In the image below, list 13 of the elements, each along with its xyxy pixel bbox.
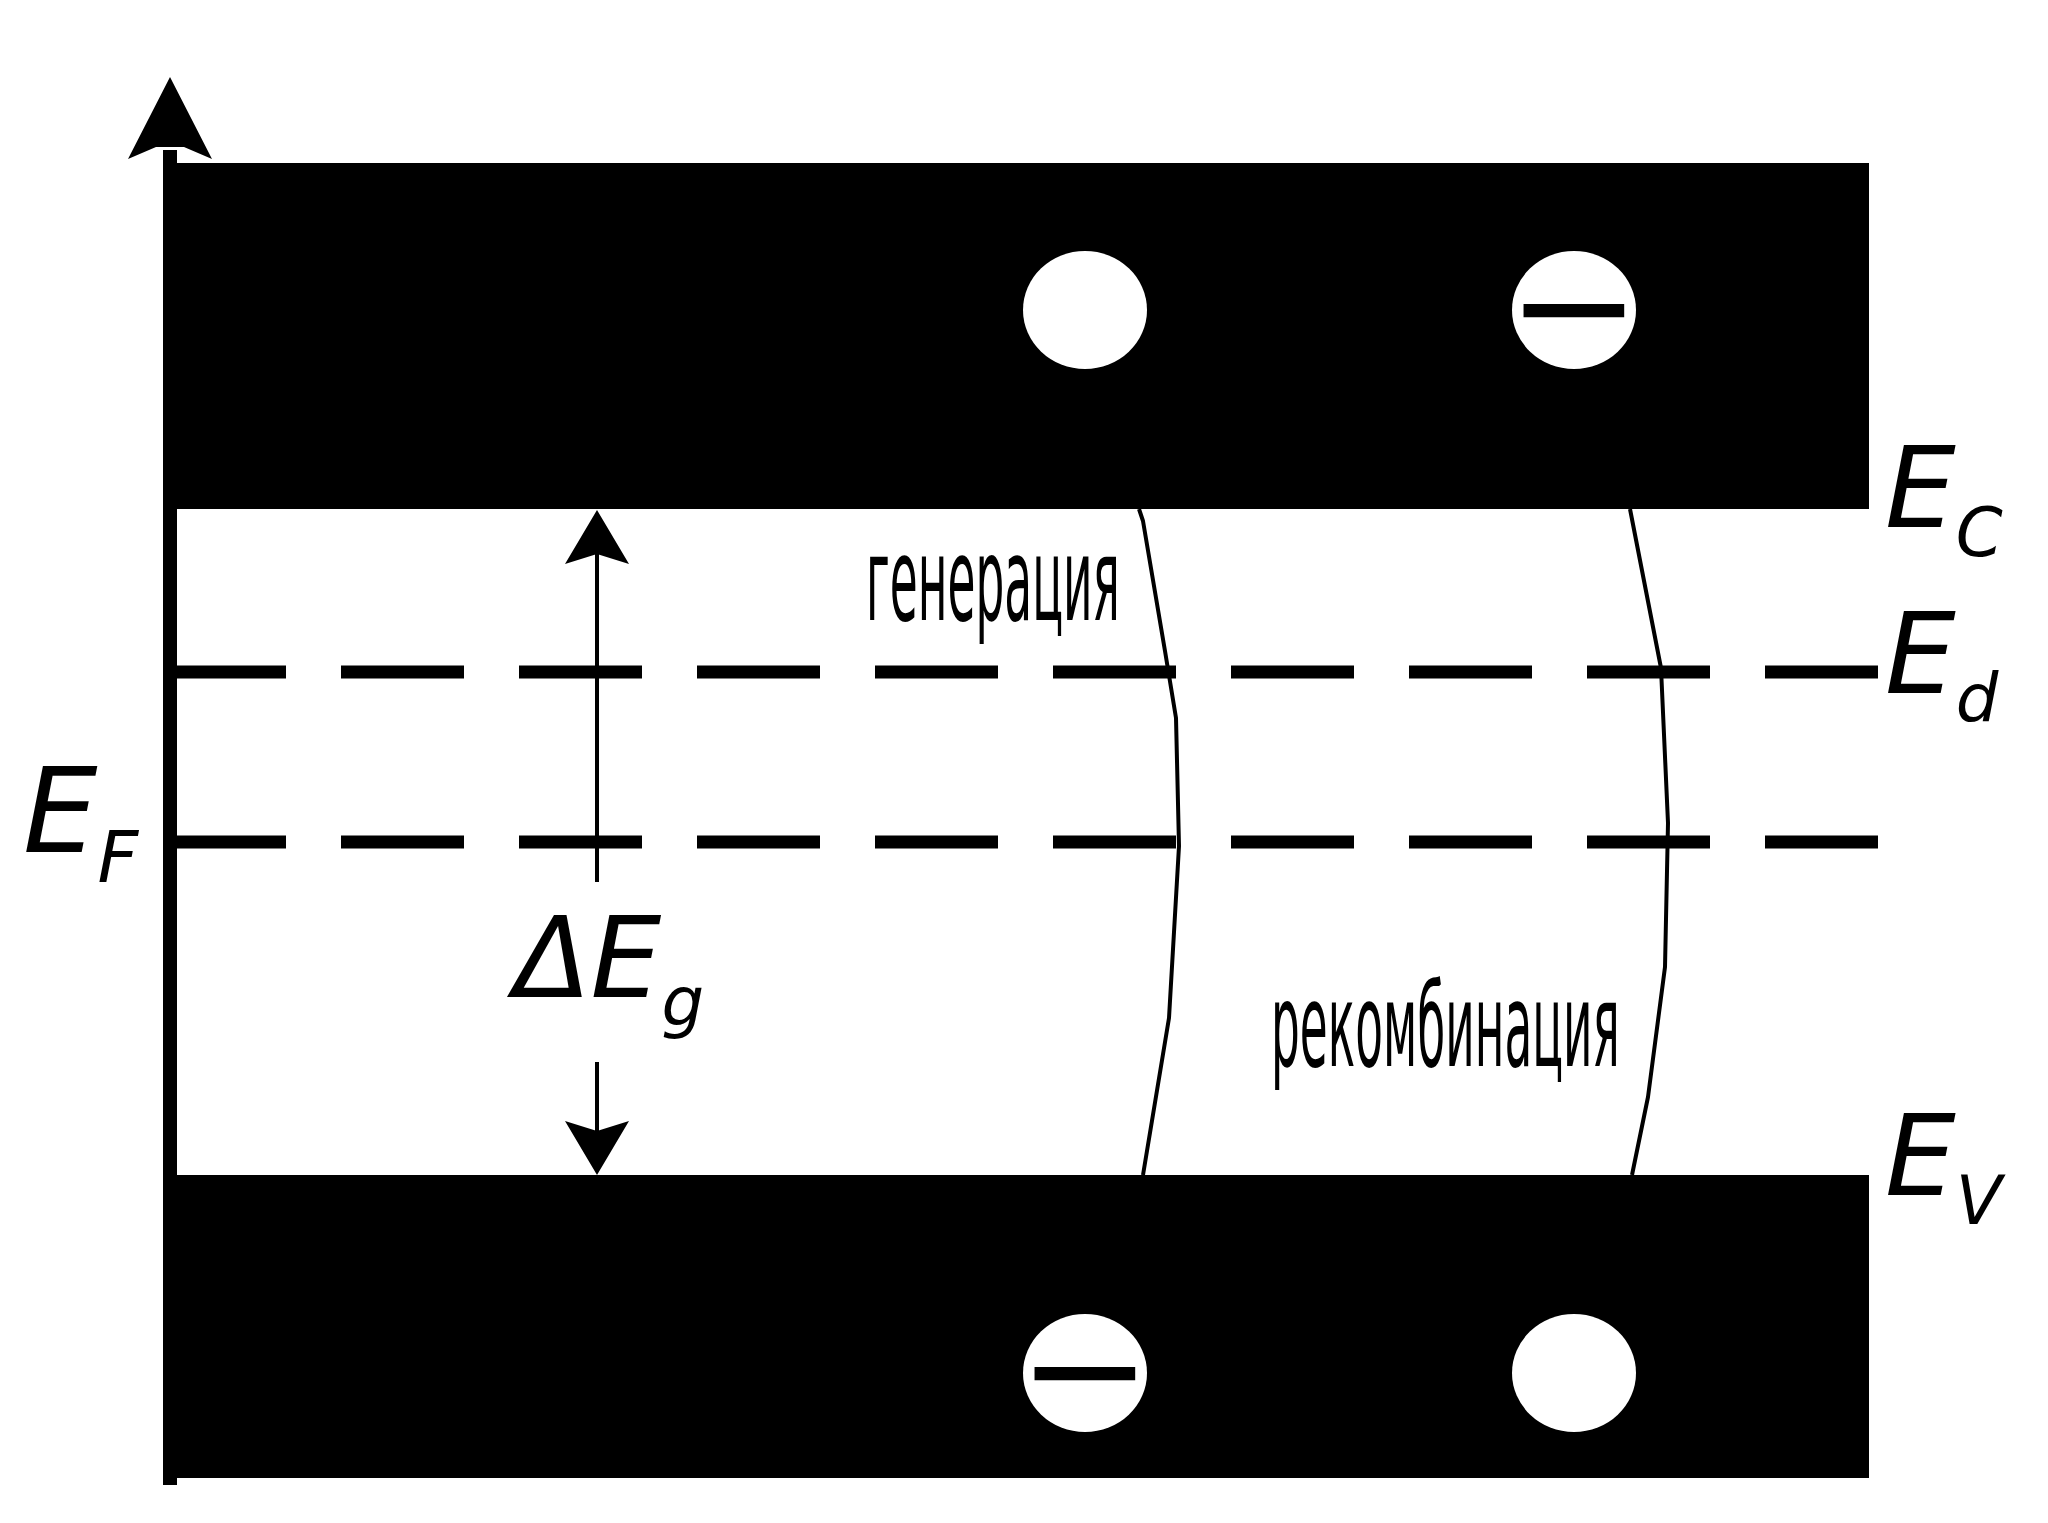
band-gap-label: ΔE$_{g}$	[501, 874, 718, 1043]
level-label: E$_{d}$	[1884, 588, 2000, 729]
valence-band	[177, 1175, 1869, 1478]
edge-label: рекомбинация	[1271, 958, 1620, 1096]
level-label: E$_{V}$	[1872, 1084, 2015, 1231]
conduction-band	[177, 163, 1869, 509]
level-label: E$_{F}$	[22, 741, 140, 889]
level-label: E$_{C}$	[1884, 422, 2004, 563]
minus-sign: −	[1034, 1365, 1136, 1381]
transition-line	[1628, 508, 1670, 1176]
minus-sign: −	[1523, 302, 1625, 318]
transition-line	[1137, 508, 1181, 1176]
edge-label: генерация	[866, 512, 1120, 650]
